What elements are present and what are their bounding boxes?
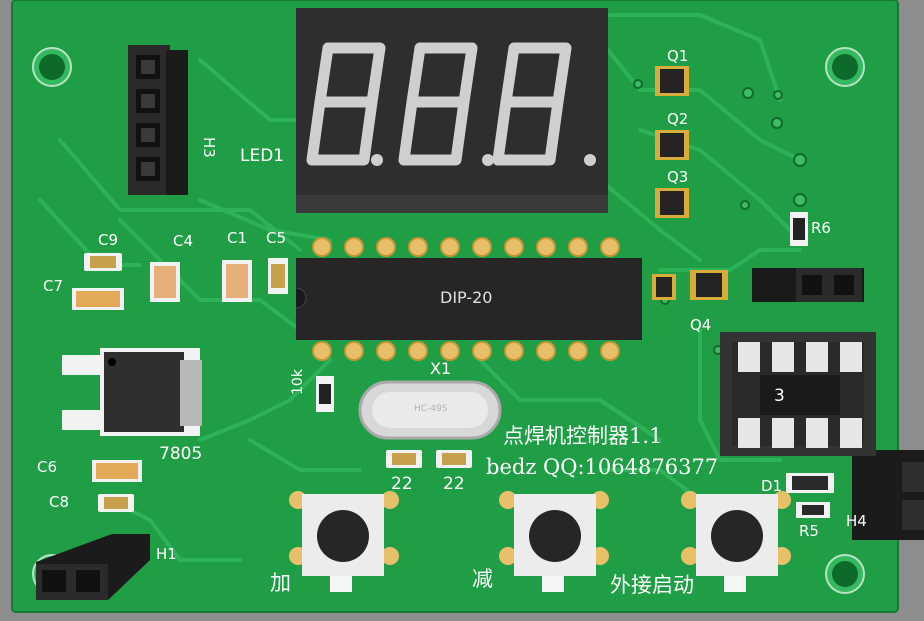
label-c8: C8 <box>49 493 70 511</box>
transistor-q4 <box>652 270 728 300</box>
led-label: LED1 <box>240 146 285 166</box>
label-c6: C6 <box>37 458 58 476</box>
label-h4: H4 <box>846 512 867 530</box>
tactile-switch-sub[interactable] <box>499 491 609 592</box>
label-q1: Q1 <box>667 47 689 65</box>
transistor-q3 <box>655 188 689 218</box>
label-q4: Q4 <box>690 316 712 334</box>
label-c5: C5 <box>266 229 287 247</box>
label-c9: C9 <box>98 231 119 249</box>
tactile-switch-add[interactable] <box>289 491 399 592</box>
resistor-r5 <box>796 502 830 518</box>
ic-dip20 <box>295 237 642 361</box>
label-c1: C1 <box>227 229 248 247</box>
diode-d1 <box>786 473 834 493</box>
capacitor-c5 <box>268 258 288 294</box>
ic-socket <box>720 332 876 456</box>
pin-header-h3 <box>128 45 188 195</box>
capacitor-c7 <box>72 288 124 310</box>
decimal-point <box>482 154 494 166</box>
decimal-point <box>584 154 596 166</box>
mounting-holes <box>32 47 865 594</box>
crystal-label: X1 <box>430 359 452 378</box>
board-title: 点焊机控制器1.1 <box>503 424 663 448</box>
transistor-q2 <box>655 130 689 160</box>
capacitor-c1 <box>222 260 252 302</box>
crystal-text: HC-49S <box>414 404 448 414</box>
capacitor-c9 <box>84 253 122 271</box>
label-q2: Q2 <box>667 110 689 128</box>
label-c7: C7 <box>43 277 64 295</box>
capacitor-22-a <box>386 450 422 468</box>
button-label-ext: 外接启动 <box>610 573 694 597</box>
seven-segment-display <box>296 8 608 213</box>
vias <box>633 79 807 355</box>
chip-label: DIP-20 <box>440 288 493 307</box>
pin-header-h4 <box>852 450 924 540</box>
capacitor-22-b <box>436 450 472 468</box>
label-h1: H1 <box>156 545 177 563</box>
pin-header-h1 <box>36 534 150 600</box>
capacitor-c4 <box>150 262 180 302</box>
regulator-label: 7805 <box>159 444 203 464</box>
label-socket: 3 <box>774 386 785 406</box>
regulator-7805 <box>62 348 202 436</box>
button-label-add: 加 <box>270 571 291 595</box>
capacitor-c6 <box>92 460 142 482</box>
resistor-r6 <box>790 212 808 246</box>
label-r6: R6 <box>811 219 831 237</box>
jumper-header <box>752 268 864 302</box>
crystal-x1 <box>358 380 502 440</box>
label-d1: D1 <box>761 477 783 495</box>
transistor-q1 <box>655 66 689 96</box>
label-r5: R5 <box>799 522 819 540</box>
button-label-sub: 减 <box>472 567 493 591</box>
resistor-10k-label: 10k <box>290 369 306 395</box>
capacitor-c8 <box>98 494 134 512</box>
resistor-10k <box>316 376 334 412</box>
label-h3: H3 <box>200 137 218 158</box>
tactile-switch-ext[interactable] <box>681 491 791 592</box>
author-line: bedz QQ:1064876377 <box>486 455 719 479</box>
label-c4: C4 <box>173 232 194 250</box>
cap22-b-label: 22 <box>443 474 465 494</box>
decimal-point <box>371 154 383 166</box>
cap22-a-label: 22 <box>391 474 413 494</box>
label-q3: Q3 <box>667 168 689 186</box>
